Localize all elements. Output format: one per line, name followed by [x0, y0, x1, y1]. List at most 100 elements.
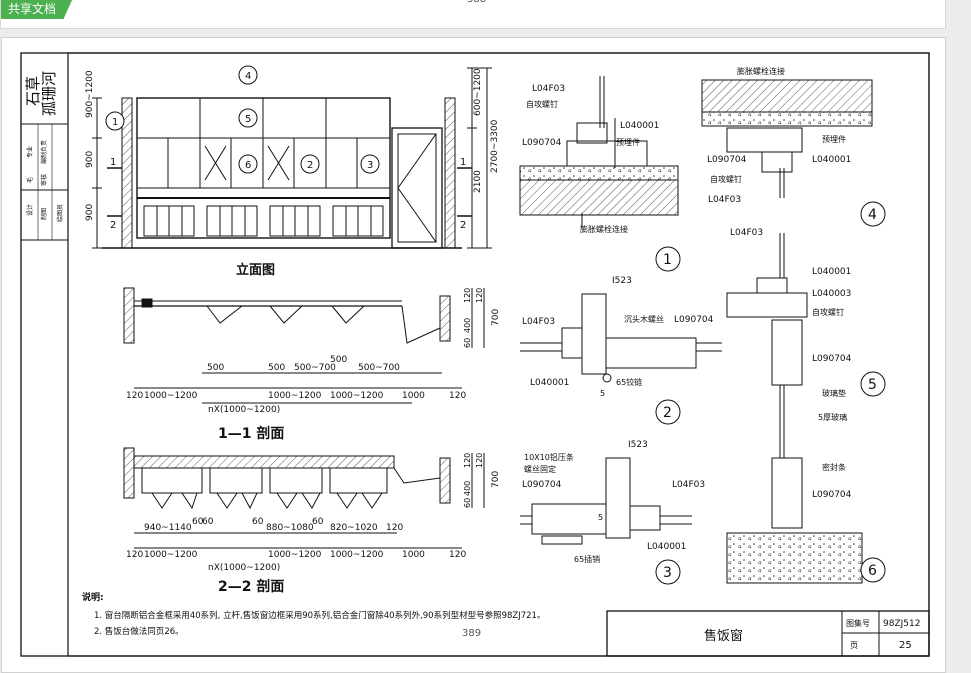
elev-callout-4: 4 [245, 71, 251, 82]
side-row-5: 设计 [26, 204, 34, 216]
d4-label-6: L04F03 [708, 195, 741, 205]
detail-3 [520, 457, 692, 545]
d4-label-4: L040001 [812, 155, 851, 165]
elev-callout-5: 5 [245, 114, 251, 125]
signature-b: 孤珊河 [40, 71, 58, 116]
elevation-labels: 900~1200 900 900 600~1200 2100 2700~3300… [85, 65, 500, 278]
s11-dim-top-1: 500 [207, 363, 224, 373]
s11-dim-bot-1: 120 [126, 391, 143, 401]
section-2-2-title: 2—2 剖面 [218, 578, 284, 595]
page-number-top: 388 [467, 0, 486, 5]
d3-label-3: 螺丝固定 [524, 464, 556, 474]
detail-1 [519, 76, 679, 228]
elev-dim-left-1: 900~1200 [85, 70, 95, 118]
d5-label-3: L040003 [812, 289, 851, 299]
elev-marker-2-right: 2 [460, 220, 466, 231]
d5-number: 5 [868, 377, 877, 393]
s11-dim-top-2: 500 [268, 363, 285, 373]
side-row-7: 绘图员 [56, 204, 64, 222]
detail-1-labels: L04F03 自攻螺钉 L040001 L090704 预埋件 膨胀螺栓连接 1 [522, 84, 681, 272]
top-toolbar: 共享文档 388 [0, 0, 946, 29]
s22-dim-top-2: 60 [192, 517, 204, 527]
inner-frame [67, 52, 930, 657]
s22-dim-top-4: 880~1080 [266, 523, 314, 533]
d3-label-2: 10X10铝压条 [524, 452, 574, 462]
d5-label-1: L04F03 [730, 228, 763, 238]
d1-label-3: L040001 [620, 121, 659, 131]
notes-block: 说明: 1. 窗台隔断铝合金框采用40系列, 立杆,售饭窗边框采用90系列,铝合… [82, 591, 545, 637]
page-value: 25 [899, 640, 912, 651]
d2-label-1: I523 [612, 276, 632, 286]
section-1-1-title: 1—1 剖面 [218, 425, 284, 442]
detail-5-6-labels: L04F03 L040001 L040003 自攻螺钉 L090704 玻璃垫 … [730, 228, 886, 583]
s22-dim-top-1: 940~1140 [144, 523, 192, 533]
d1-label-4: L090704 [522, 138, 562, 148]
section-2-2-labels: 940~1140 60 60 880~1080 60 60 820~1020 1… [126, 453, 501, 595]
d3-label-4: L090704 [522, 480, 562, 490]
d4-label-2: 预埋件 [822, 134, 846, 144]
elev-callout-2: 2 [307, 160, 313, 171]
d2-label-5: L040001 [530, 378, 569, 388]
elevation-view [92, 67, 492, 249]
section-1-1-labels: 500 500 500~700 500 500~700 120 1000~120… [126, 288, 501, 442]
side-row-6: 制图 [40, 208, 48, 220]
s22-dim-bot-5: 1000 [402, 550, 425, 560]
elev-marker-1-right: 1 [460, 157, 466, 168]
d2-number: 2 [663, 405, 672, 421]
s22-dim-r3: 400 [463, 481, 472, 496]
s11-dim-bot-2: 1000~1200 [144, 391, 198, 401]
d2-label-7: 5 [600, 389, 605, 398]
s22-dim-bot-4: 1000~1200 [330, 550, 384, 560]
drawing-title: 售饭窗 [704, 628, 743, 644]
d1-label-5: 预埋件 [616, 137, 640, 147]
s11-dim-top-5: 500~700 [358, 363, 400, 373]
document-page: 石草 孤珊河 专业 编制负责 毛 审核 设计 制图 绘图员 [1, 37, 946, 673]
d1-label-1: L04F03 [532, 84, 565, 94]
detail-4 [701, 79, 873, 198]
s22-dim-top-8: 120 [386, 523, 403, 533]
d1-number: 1 [663, 252, 672, 268]
detail-2 [520, 293, 722, 383]
atlas-value: 98ZJ512 [883, 619, 920, 629]
d5-label-7: 5厚玻璃 [818, 412, 847, 422]
section-1-1 [123, 287, 485, 404]
d6-number: 6 [868, 563, 877, 579]
d3-label-6: 5 [598, 513, 603, 522]
d6-label-2: L090704 [812, 490, 852, 500]
d3-label-8: 65插销 [574, 554, 600, 564]
detail-3-labels: I523 10X10铝压条 螺丝固定 L090704 L04F03 5 L040… [522, 440, 705, 585]
d1-label-2: 自攻螺钉 [526, 99, 558, 109]
page-number-bottom: 389 [462, 628, 482, 639]
s22-dim-r4: 60 [463, 498, 472, 508]
d4-label-1: 膨胀螺栓连接 [737, 66, 785, 76]
s11-dim-bot-3: 1000~1200 [268, 391, 322, 401]
s11-dim-r3: 400 [463, 318, 472, 333]
d5-label-6: 玻璃垫 [822, 388, 846, 398]
title-block [606, 610, 930, 657]
s11-note: nX(1000~1200) [208, 405, 280, 415]
s22-dim-top-7: 820~1020 [330, 523, 378, 533]
side-row-1: 专业 [26, 146, 34, 158]
s11-dim-top-3: 500~700 [294, 363, 336, 373]
d3-label-1: I523 [628, 440, 648, 450]
s11-dim-r1: 120 [463, 288, 472, 303]
d3-number: 3 [663, 565, 672, 581]
side-row-3: 毛 [26, 177, 34, 183]
elev-dim-right-1: 600~1200 [473, 68, 483, 116]
s11-dim-r5: 700 [491, 309, 501, 326]
s22-note: nX(1000~1200) [208, 563, 280, 573]
drawing-sheet: 石草 孤珊河 专业 编制负责 毛 审核 设计 制图 绘图员 [20, 52, 930, 657]
elevation-title: 立面图 [236, 262, 275, 278]
d1-label-6: 膨胀螺栓连接 [580, 224, 628, 234]
detail-5-6 [726, 233, 863, 584]
note-2: 2. 售饭台做法同页26。 [94, 626, 184, 637]
s11-dim-bot-4: 1000~1200 [330, 391, 384, 401]
d5-label-2: L040001 [812, 267, 851, 277]
side-signature-block: 石草 孤珊河 专业 编制负责 毛 审核 设计 制图 绘图员 [21, 71, 68, 241]
d3-label-7: L040001 [647, 542, 686, 552]
shared-doc-badge[interactable]: 共享文档 [1, 0, 73, 19]
d6-label-1: 密封条 [822, 462, 846, 472]
side-row-4: 审核 [40, 174, 48, 186]
s11-dim-r4: 60 [463, 338, 472, 348]
elev-dim-right-2: 2100 [473, 170, 483, 193]
